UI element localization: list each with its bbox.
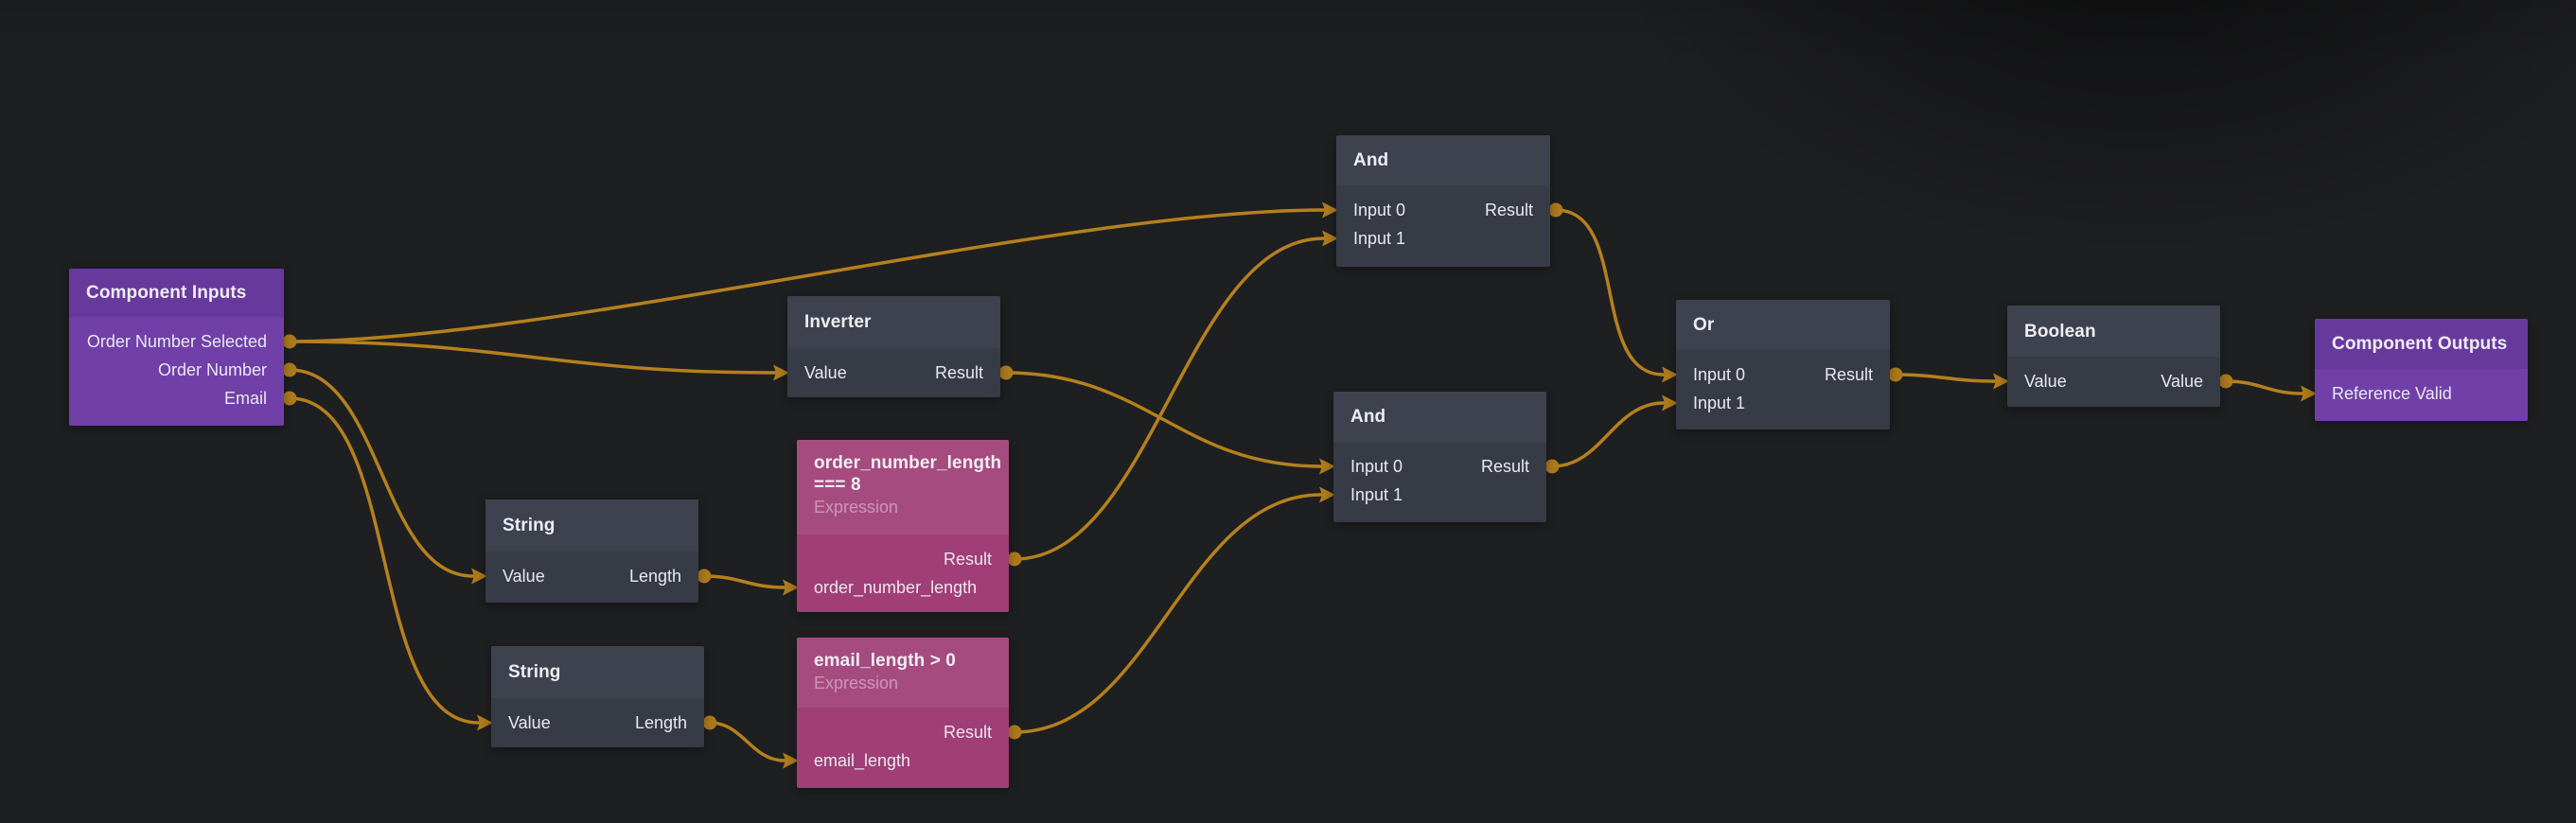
output-port-label: Length [628,566,681,586]
port-row: Value Result [787,359,1000,387]
node-body: Result email_length [797,708,1009,788]
port-row: Email [69,384,284,412]
node-subtitle: Expression [814,498,899,517]
output-port-label: Result [1484,200,1533,219]
node-header: Or [1676,300,1890,350]
node-subtitle: Expression [814,674,899,692]
node-body: Value Value [2007,357,2220,407]
input-port-label: Value [804,362,847,382]
output-port-label: Order Number Selected [86,331,267,351]
input-port-label: Input 1 [1350,484,1403,504]
input-port-label: Input 0 [1350,456,1403,476]
node-header: order_number_length === 8 Expression [797,440,1009,534]
port-row: Input 0 Result [1336,196,1550,224]
input-port-label: Value [2024,371,2067,391]
output-port-label: Email [223,388,267,408]
node-body: Value Length [491,698,704,747]
output-port-label: Result [1824,364,1873,384]
output-port-label: Value [2161,371,2203,391]
port-row: Input 1 [1336,224,1550,253]
node-header: Component Inputs [69,269,284,317]
node-title: email_length > 0 [814,651,956,671]
port-row: Value Length [491,709,704,737]
node-header: String [491,646,704,698]
node-title: And [1350,407,1386,427]
node-title: And [1353,150,1389,170]
input-port-label: Input 1 [1353,228,1406,248]
output-port-label: Result [943,549,992,569]
node-body: Result order_number_length [797,534,1009,612]
output-port-label: Result [1480,456,1529,476]
output-port-label: Length [634,712,687,732]
input-port-label: Value [503,566,545,586]
node-header: String [485,499,698,552]
port-row: Reference Valid [2315,379,2528,408]
port-row: email_length [797,746,1009,775]
input-port-label: email_length [814,750,911,770]
port-row: Input 1 [1333,481,1546,509]
input-port-label: order_number_length [814,577,978,597]
port-row: Order Number Selected [69,327,284,356]
output-port-label: Order Number [157,359,267,379]
node-header: Boolean [2007,306,2220,357]
node-body: Reference Valid [2315,369,2528,421]
port-row: Input 0 Result [1676,360,1890,389]
node-title: Component Outputs [2332,334,2508,354]
input-port-label: Reference Valid [2332,383,2452,403]
node-header: And [1336,135,1550,185]
node-title: Or [1693,315,1715,335]
port-row: Result [797,545,1009,573]
node-title: String [503,516,556,535]
input-port-label: Input 0 [1353,200,1406,219]
port-row: Result [797,718,1009,746]
node-title: Boolean [2024,321,2096,341]
port-row: Input 0 Result [1333,452,1546,481]
node-header: Inverter [787,296,1000,348]
node-body: Value Length [485,552,698,603]
port-row: order_number_length [797,573,1009,602]
input-port-label: Input 0 [1693,364,1746,384]
output-port-label: Result [934,362,983,382]
node-header: Component Outputs [2315,319,2528,369]
node-title: order_number_length === 8 [814,453,1002,495]
input-port-label: Value [508,712,551,732]
node-header: And [1333,392,1546,442]
node-title: String [508,662,561,682]
node-title: Inverter [804,312,872,332]
node-header: email_length > 0 Expression [797,638,1009,708]
node-body: Value Result [787,348,1000,397]
port-row: Value Length [485,562,698,590]
port-row: Value Value [2007,367,2220,395]
input-port-label: Input 1 [1693,393,1746,412]
node-title: Component Inputs [86,283,247,303]
port-row: Order Number [69,356,284,384]
port-row: Input 1 [1676,389,1890,417]
output-port-label: Result [943,722,992,742]
